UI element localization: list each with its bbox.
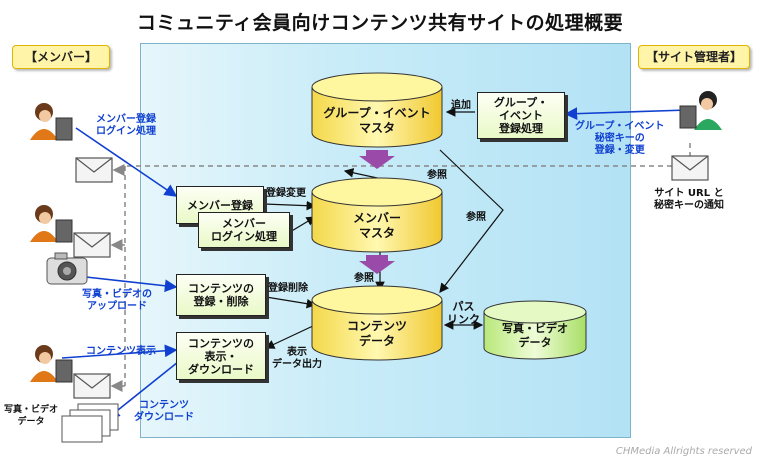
data-flow-lines — [263, 107, 504, 349]
db-link-arrows — [359, 150, 395, 274]
admin-user-icon — [679, 91, 722, 130]
path-link-label: パス リンク — [447, 300, 480, 326]
group-event-register-box: グループ・ イベント 登録処理 — [477, 92, 565, 139]
photo-upload-label: 写真・ビデオの アップロード — [82, 289, 152, 312]
photo-video-data-label: 写真・ビデオ データ — [502, 322, 568, 349]
documents-icon — [61, 403, 119, 443]
register-delete-label: 登録削除 — [268, 283, 308, 294]
add-label: 追加 — [451, 100, 471, 111]
member-role-label: 【メンバー】 — [12, 45, 110, 69]
content-display-box: コンテンツの 表示・ ダウンロード — [176, 332, 266, 380]
content-register-label: コンテンツの 登録・削除 — [188, 282, 254, 308]
content-data-cylinder — [311, 285, 443, 361]
content-register-box: コンテンツの 登録・削除 — [176, 274, 266, 316]
group-event-register-label: グループ・ イベント 登録処理 — [493, 96, 549, 135]
member-login-label: メンバー ログイン処理 — [211, 217, 277, 243]
reference-label: 参照 — [466, 212, 486, 223]
member-master-cylinder — [311, 177, 443, 253]
content-download-label: コンテンツ ダウンロード — [134, 400, 194, 423]
member-user-icon — [30, 103, 73, 141]
group-event-master-cylinder — [311, 72, 443, 148]
content-view-label: コンテンツ表示 — [86, 346, 156, 357]
copyright-footer: CHMedia Allrights reserved — [615, 446, 752, 457]
member-user-icon — [30, 345, 73, 383]
site-url-notice-label: サイト URL と 秘密キーの通知 — [654, 188, 724, 211]
display-output-label: 表示 データ出力 — [272, 347, 322, 370]
content-display-label: コンテンツの 表示・ ダウンロード — [188, 336, 254, 376]
reference-label: 参照 — [354, 273, 374, 284]
camera-icon — [46, 252, 88, 285]
content-data-label: コンテンツ データ — [346, 319, 407, 348]
page-title: コミュニティ会員向けコンテンツ共有サイトの処理概要 — [136, 12, 624, 34]
member-login-process-label: メンバー登録 ログイン処理 — [96, 114, 156, 137]
member-master-label: メンバー マスタ — [352, 211, 401, 240]
reference-label: 参照 — [427, 170, 447, 181]
photo-video-doc-label: 写真・ビデオ データ — [4, 405, 59, 427]
group-event-admin-label: グループ・イベント 秘密キーの 登録・変更 — [575, 121, 665, 156]
photo-video-data-cylinder — [483, 300, 587, 360]
member-user-icon — [30, 205, 73, 243]
register-change-label: 登録変更 — [266, 188, 306, 199]
group-event-master-label: グループ・イベント マスタ — [323, 106, 431, 135]
admin-role-label: 【サイト管理者】 — [638, 45, 750, 69]
member-register-label: メンバー登録 — [187, 198, 253, 212]
member-login-box: メンバー ログイン処理 — [198, 212, 290, 248]
mail-icon — [73, 155, 709, 399]
